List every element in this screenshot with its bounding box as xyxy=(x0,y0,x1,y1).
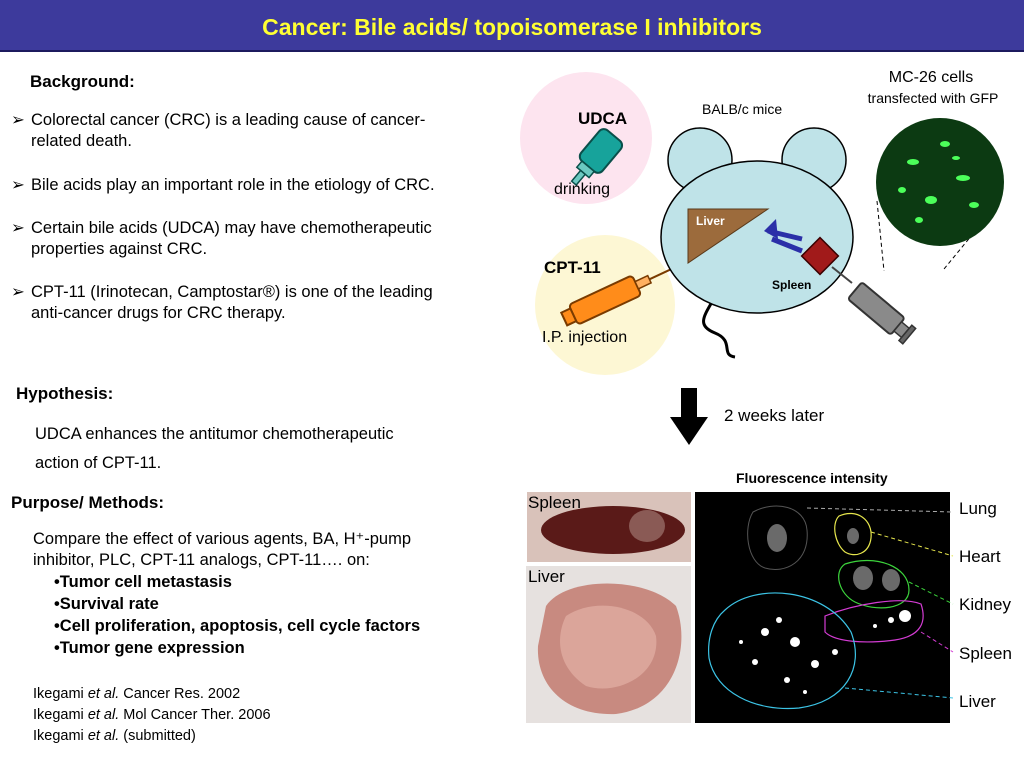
reference-item: Ikegami et al. Cancer Res. 2002 xyxy=(33,686,241,702)
bullet-arrow-icon: ➢ xyxy=(11,283,25,301)
hypothesis-heading: Hypothesis: xyxy=(16,384,114,403)
purpose-item: •Cell proliferation, apoptosis, cell cyc… xyxy=(54,617,421,635)
purpose-item: •Survival rate xyxy=(54,595,159,613)
background-bullet-2: ➢ Bile acids play an important role in t… xyxy=(11,175,511,197)
bullet-3-line-1: Certain bile acids (UDCA) may have chemo… xyxy=(31,219,432,237)
slide-title: Cancer: Bile acids/ topoisomerase I inhi… xyxy=(262,14,762,40)
reference-item: Ikegami et al. (submitted) xyxy=(33,728,196,744)
spleen-photo-image xyxy=(527,492,691,562)
organ-label-liver: Liver xyxy=(959,692,996,711)
udca-label: UDCA xyxy=(578,109,627,128)
spleen-arrow-icon xyxy=(764,219,803,254)
hypothesis-text: UDCA enhances the antitumor chemotherape… xyxy=(35,420,394,478)
bullet-2-line-1: Bile acids play an important role in the… xyxy=(31,176,435,194)
syringe-icon xyxy=(559,267,674,327)
reference-item: Ikegami et al. Mol Cancer Ther. 2006 xyxy=(33,707,271,723)
fluorescence-panel xyxy=(695,492,954,723)
spleen-label: Spleen xyxy=(772,278,811,292)
photo-label-liver: Liver xyxy=(528,567,565,586)
drinking-label: drinking xyxy=(554,181,610,198)
fluorescence-spots xyxy=(739,610,911,694)
references: Ikegami et al. Cancer Res. 2002 Ikegami … xyxy=(33,684,271,747)
fluorescence-image xyxy=(695,492,950,723)
liver-shape xyxy=(687,208,770,264)
cpt11-label: CPT-11 xyxy=(544,258,601,277)
cells-label: MC-26 cells xyxy=(889,69,973,86)
organ-label-heart: Heart xyxy=(959,547,1001,566)
bullet-4-line-1: CPT-11 (Irinotecan, Camptostar®) is one … xyxy=(31,283,433,301)
title-bar xyxy=(0,0,1024,52)
bullet-arrow-icon: ➢ xyxy=(11,219,25,237)
heart-outline xyxy=(834,512,872,556)
purpose-item: •Tumor gene expression xyxy=(54,639,245,657)
bullet-arrow-icon: ➢ xyxy=(11,111,25,129)
bullet-1-line-1: Colorectal cancer (CRC) is a leading cau… xyxy=(31,111,426,129)
purpose-intro-line-1: Compare the effect of various agents, BA… xyxy=(33,530,412,548)
organ-label-spleen: Spleen xyxy=(959,644,1012,663)
bottle-icon xyxy=(570,128,624,187)
mouse-illustration xyxy=(660,127,917,359)
bullet-4-line-2: anti-cancer drugs for CRC therapy. xyxy=(31,304,286,322)
udca-circle xyxy=(520,72,652,204)
organ-label-lung: Lung xyxy=(959,499,997,518)
cells-sub-label: transfected with GFP xyxy=(868,90,999,106)
mice-label: BALB/c mice xyxy=(702,101,782,117)
purpose-list: •Tumor cell metastasis •Survival rate •C… xyxy=(54,571,420,659)
syringe-icon xyxy=(831,266,917,345)
gfp-cell-spots xyxy=(898,141,979,223)
bullet-3-line-2: properties against CRC. xyxy=(31,240,208,258)
injection-label: I.P. injection xyxy=(542,329,627,346)
gfp-cells-image xyxy=(876,118,1004,246)
hypothesis-line-2: action of CPT-11. xyxy=(35,454,162,472)
background-bullet-4: ➢ CPT-11 (Irinotecan, Camptostar®) is on… xyxy=(11,282,511,326)
purpose-heading: Purpose/ Methods: xyxy=(11,493,165,512)
liver-photo xyxy=(526,566,691,723)
spleen-photo xyxy=(527,492,691,562)
photo-label-spleen: Spleen xyxy=(528,493,581,512)
purpose-item: •Tumor cell metastasis xyxy=(54,573,232,591)
experiment-diagram: UDCA drinking CPT-11 I.P. injection xyxy=(520,69,1004,445)
background-bullet-3: ➢ Certain bile acids (UDCA) may have che… xyxy=(11,218,511,262)
purpose-intro-line-2: inhibitor, PLC, CPT-11 analogs, CPT-11….… xyxy=(33,551,370,569)
bullet-1-line-2: related death. xyxy=(31,132,132,150)
background-bullet-1: ➢ Colorectal cancer (CRC) is a leading c… xyxy=(11,110,511,154)
purpose-intro: Compare the effect of various agents, BA… xyxy=(33,529,411,571)
arrow-label: 2 weeks later xyxy=(724,406,824,425)
spleen-shape xyxy=(800,236,840,276)
down-arrow-icon xyxy=(670,388,708,445)
liver-outline xyxy=(708,592,856,710)
liver-photo-image xyxy=(526,566,691,723)
kidney-outline xyxy=(838,559,910,609)
hypothesis-line-1: UDCA enhances the antitumor chemotherape… xyxy=(35,425,394,443)
background-heading: Background: xyxy=(30,72,135,91)
fluorescence-title: Fluorescence intensity xyxy=(736,470,888,486)
liver-label: Liver xyxy=(696,214,725,228)
organ-label-kidney: Kidney xyxy=(959,595,1011,614)
lung-outline xyxy=(747,505,808,570)
spleen-outline xyxy=(824,600,924,643)
bullet-arrow-icon: ➢ xyxy=(11,176,25,194)
